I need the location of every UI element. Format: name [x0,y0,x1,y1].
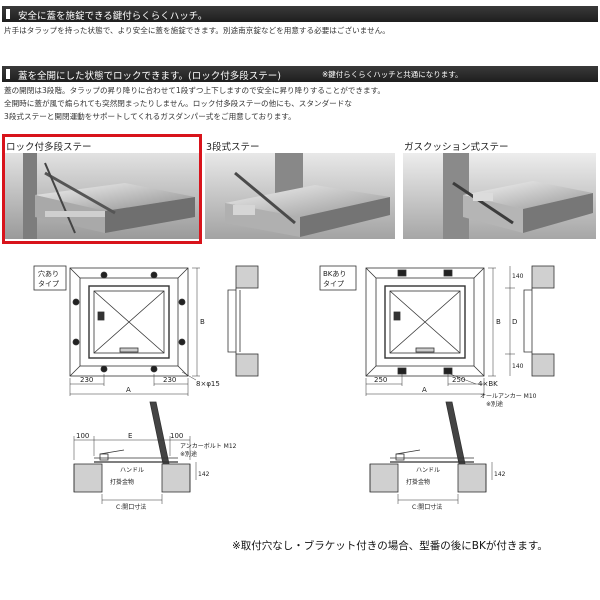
left-dim-100: 100 [76,432,89,440]
right-dim-d: D [512,318,517,326]
right-type-label-1: BKあり [323,270,346,278]
right-dim-140-bottom: 140 [512,363,524,370]
left-dim-230-left: 230 [80,376,93,384]
left-opening: C:開口寸法 [116,503,146,511]
left-dim-100b: 100 [170,432,183,440]
header-marker [6,9,10,19]
photo-gas-stay [403,153,596,239]
description-line-2: 全開時に蓋が風で煽られても突然閉まったりしません。ロック付多段ステーの他にも、ス… [4,99,352,108]
photo-label-3step-stay: 3段式ステー [206,142,260,153]
section-header-2-note: ※鍵付らくらくハッチと共通になります。 [322,70,463,79]
right-dim-142: 142 [494,471,506,478]
right-dim-250-right: 250 [452,376,465,384]
right-side-view [505,265,555,377]
right-anchor: オールアンカー M10 [480,393,537,400]
right-dim-140-top: 140 [512,273,524,280]
header-marker [6,69,10,79]
right-separate: ※別途 [486,400,503,408]
left-dim-b: B [200,318,205,326]
left-holes: 8×φ15 [196,380,220,388]
left-type-label-2: タイプ [38,279,59,288]
technical-drawings: 穴あり タイプ 230 230 A B 8×φ15 100 E 100 アンカー… [33,265,555,511]
left-dim-142: 142 [198,471,210,478]
left-side-view [227,265,259,377]
left-hinge: 打掛金物 [110,478,134,486]
footer-note: ※取付穴なし・ブラケット付きの場合、型番の後にBKが付きます。 [232,540,548,552]
description-line-3: 3段式ステーと開閉運動をサポートしてくれるガスダンパー式をご用意しております。 [4,112,296,121]
right-type-label-2: タイプ [323,279,344,288]
right-handle: ハンドル [416,467,440,474]
photo-label-gas-stay: ガスクッション式ステー [404,142,509,153]
right-dim-250-left: 250 [374,376,387,384]
right-hinge: 打掛金物 [406,478,430,486]
left-handle: ハンドル [120,467,144,474]
left-section-view [73,401,197,504]
description-line-1: 蓋の開閉は3段階。タラップの昇り降りに合わせて1段ずつ上下しますので安全に昇り降… [4,86,385,95]
left-dim-e: E [128,432,132,440]
selected-photo-highlight [2,134,202,244]
left-type-label-1: 穴あり [38,269,59,278]
intro-text: 片手はタラップを持った状態で、より安全に蓋を施錠できます。別途南京錠などを用意す… [4,26,390,35]
left-dim-a: A [126,386,131,394]
photo-lock-stay [5,153,199,239]
right-section-view [369,401,493,504]
section-header-2-title: 蓋を全開にした状態でロックできます。(ロック付多段ステー) [18,71,281,82]
left-plan-view [69,267,200,396]
right-bk: 4×BK [478,380,498,388]
photo-label-lock-stay: ロック付多段ステー [6,142,92,153]
section-header-1: 安全に蓋を施錠できる鍵付らくらくハッチ。 [2,6,598,22]
section-header-2: 蓋を全開にした状態でロックできます。(ロック付多段ステー) ※鍵付らくらくハッチ… [2,66,598,82]
right-opening: C:開口寸法 [412,503,442,511]
left-separate: ※別途 [180,450,197,458]
left-dim-230-right: 230 [163,376,176,384]
right-plan-view [365,267,496,396]
left-anchor: アンカーボルト M12 [180,442,237,450]
right-dim-b: B [496,318,501,326]
right-dim-a: A [422,386,427,394]
section-header-1-title: 安全に蓋を施錠できる鍵付らくらくハッチ。 [18,11,208,22]
photo-3step-stay [205,153,395,239]
